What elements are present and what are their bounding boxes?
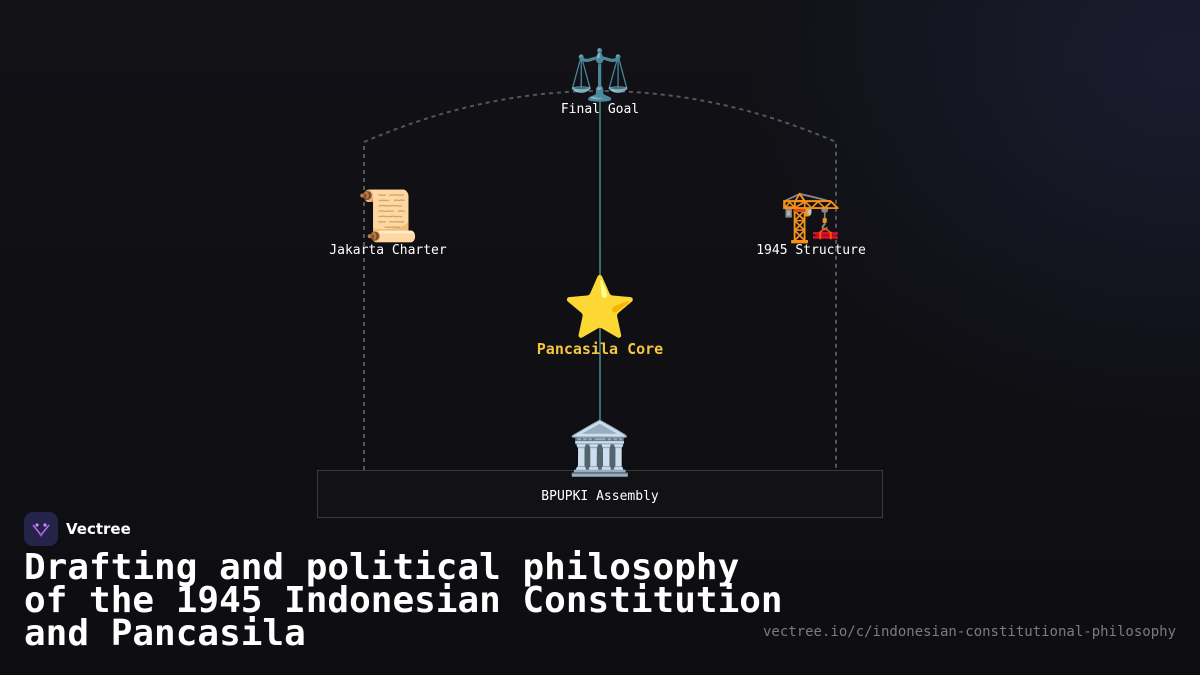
node-bpupki-assembly[interactable]: 🏛️ BPUPKI Assembly: [541, 423, 658, 504]
node-1945-structure[interactable]: 🏗️ 1945 Structure: [756, 191, 866, 258]
page-title: Drafting and political philosophy of the…: [24, 547, 783, 654]
brand-name: Vectree: [66, 520, 131, 538]
crane-icon: 🏗️: [779, 187, 843, 245]
source-url[interactable]: vectree.io/c/indonesian-constitutional-p…: [762, 624, 1176, 640]
scroll-icon: 📜: [356, 187, 420, 245]
node-label: Final Goal: [560, 102, 640, 117]
node-label: 1945 Structure: [756, 243, 866, 258]
node-jakarta-charter[interactable]: 📜 Jakarta Charter: [329, 191, 446, 258]
node-label: Jakarta Charter: [329, 243, 447, 258]
star-icon: ⭐: [562, 273, 638, 343]
base-box: [317, 470, 883, 518]
node-label: Pancasila Core: [536, 340, 664, 358]
scales-icon: ⚖️: [568, 46, 632, 104]
vectree-logo-icon: [24, 512, 58, 546]
node-label: BPUPKI Assembly: [541, 489, 659, 504]
dashed-outline: [363, 90, 837, 470]
node-pancasila-core[interactable]: ⭐ Pancasila Core: [537, 278, 663, 358]
brand[interactable]: Vectree: [24, 512, 131, 546]
node-final-goal[interactable]: ⚖️ Final Goal: [561, 50, 639, 117]
classical-building-icon: 🏛️: [567, 419, 633, 479]
